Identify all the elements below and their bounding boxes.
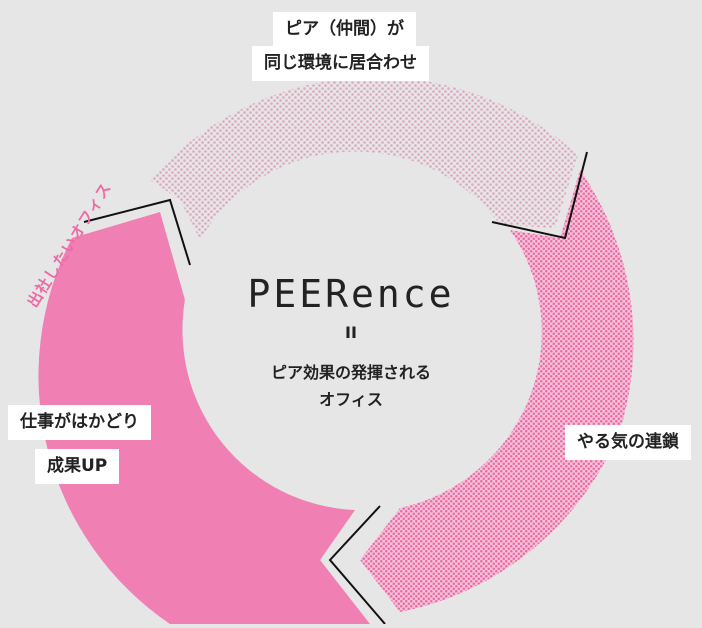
top-ring-segment	[150, 77, 578, 241]
center-circle	[183, 153, 527, 497]
right-ring-segment	[360, 170, 634, 612]
left-label-line1: 仕事がはかどり	[8, 405, 151, 440]
center-caption-line2: オフィス	[319, 390, 383, 409]
equals-sign: II	[345, 323, 357, 342]
left-label-line2: 成果UP	[35, 449, 120, 484]
left-ring-segment	[38, 212, 370, 624]
center-caption-line1: ピア効果の発揮される	[270, 363, 431, 382]
chevron-line-bottom	[328, 505, 386, 625]
brand-logo: PEERence	[247, 272, 455, 316]
chevron-line-right	[491, 151, 588, 240]
top-label-line1: ピア（仲間）が	[273, 12, 416, 47]
chevron-line-left	[83, 198, 191, 266]
right-label: やる気の連鎖	[565, 425, 691, 460]
top-label-line2: 同じ環境に居合わせ	[252, 46, 429, 81]
